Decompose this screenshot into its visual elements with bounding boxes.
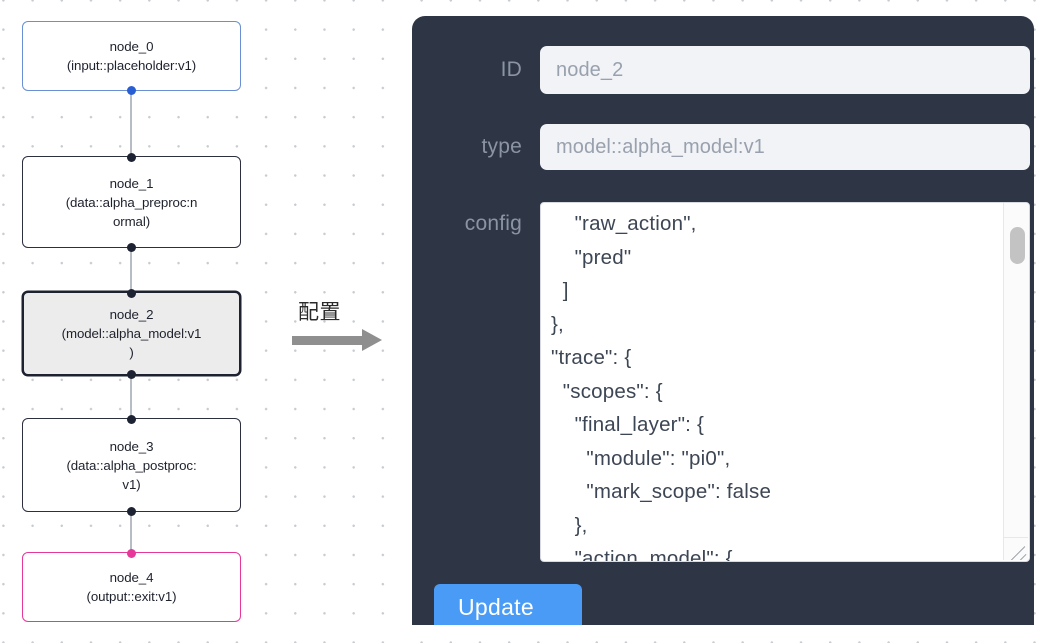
graph-node-node_2[interactable]: node_2 (model::alpha_model:v1 ) <box>22 288 241 379</box>
edge-node1-node2 <box>129 248 133 291</box>
edge-node3-node4 <box>129 512 133 552</box>
textarea-resize-grip-icon[interactable] <box>1003 537 1028 560</box>
config-textarea-wrapper: "raw_action", "pred" ] }, "trace": { "sc… <box>540 202 1030 562</box>
transition-annotation: 配置 <box>288 296 398 366</box>
node-handle-source[interactable] <box>127 506 136 516</box>
config-label: config <box>464 212 522 235</box>
graph-node-node_1[interactable]: node_1 (data::alpha_preproc:n ormal) <box>22 152 241 252</box>
node-handle-target[interactable] <box>127 548 136 558</box>
node-title: node_3 <box>109 438 154 454</box>
field-row-type: type <box>412 124 1034 170</box>
node-subtitle: (input::placeholder:v1) <box>66 58 197 73</box>
node-handle-source[interactable] <box>127 369 136 379</box>
field-row-id: ID <box>412 46 1034 94</box>
node-subtitle: (model::alpha_model:v1 ) <box>61 326 202 360</box>
node-title: node_1 <box>109 175 154 191</box>
node-title: node_2 <box>109 307 154 322</box>
edge-node0-node1 <box>129 90 133 156</box>
id-label: ID <box>500 58 522 81</box>
node-subtitle: (output::exit:v1) <box>86 589 177 604</box>
node-handle-target[interactable] <box>127 414 136 424</box>
graph-node-node_4[interactable]: node_4 (output::exit:v1) <box>22 548 241 622</box>
transition-label: 配置 <box>298 300 341 324</box>
graph-canvas[interactable]: node_0 (input::placeholder:v1) node_1 (d… <box>0 0 402 643</box>
arrow-right-head-icon <box>362 329 382 351</box>
type-input[interactable] <box>540 124 1030 170</box>
field-row-config: config "raw_action", "pred" ] }, "trace"… <box>412 202 1034 562</box>
graph-node-node_0[interactable]: node_0 (input::placeholder:v1) <box>22 21 241 95</box>
node-title: node_4 <box>109 570 154 585</box>
node-handle-source[interactable] <box>127 242 136 252</box>
node-handle-target[interactable] <box>127 152 136 162</box>
config-scrollbar-thumb[interactable] <box>1010 227 1025 264</box>
node-subtitle: (data::alpha_postproc: v1) <box>66 457 197 492</box>
id-input[interactable] <box>540 46 1030 94</box>
graph-node-node_3[interactable]: node_3 (data::alpha_postproc: v1) <box>22 414 241 516</box>
type-label: type <box>481 135 522 158</box>
update-button[interactable]: Update <box>434 584 582 625</box>
node-title: node_0 <box>109 39 154 54</box>
config-textarea[interactable]: "raw_action", "pred" ] }, "trace": { "sc… <box>541 203 1003 561</box>
arrow-right-icon <box>292 336 364 345</box>
node-handle-source[interactable] <box>127 85 136 95</box>
edge-node2-node3 <box>129 376 133 418</box>
node-subtitle: (data::alpha_preproc:n ormal) <box>65 194 198 229</box>
node-config-panel: ID type config "raw_action", "pred" ] },… <box>412 16 1034 625</box>
config-scrollbar[interactable] <box>1003 203 1029 540</box>
node-handle-target[interactable] <box>127 288 136 298</box>
